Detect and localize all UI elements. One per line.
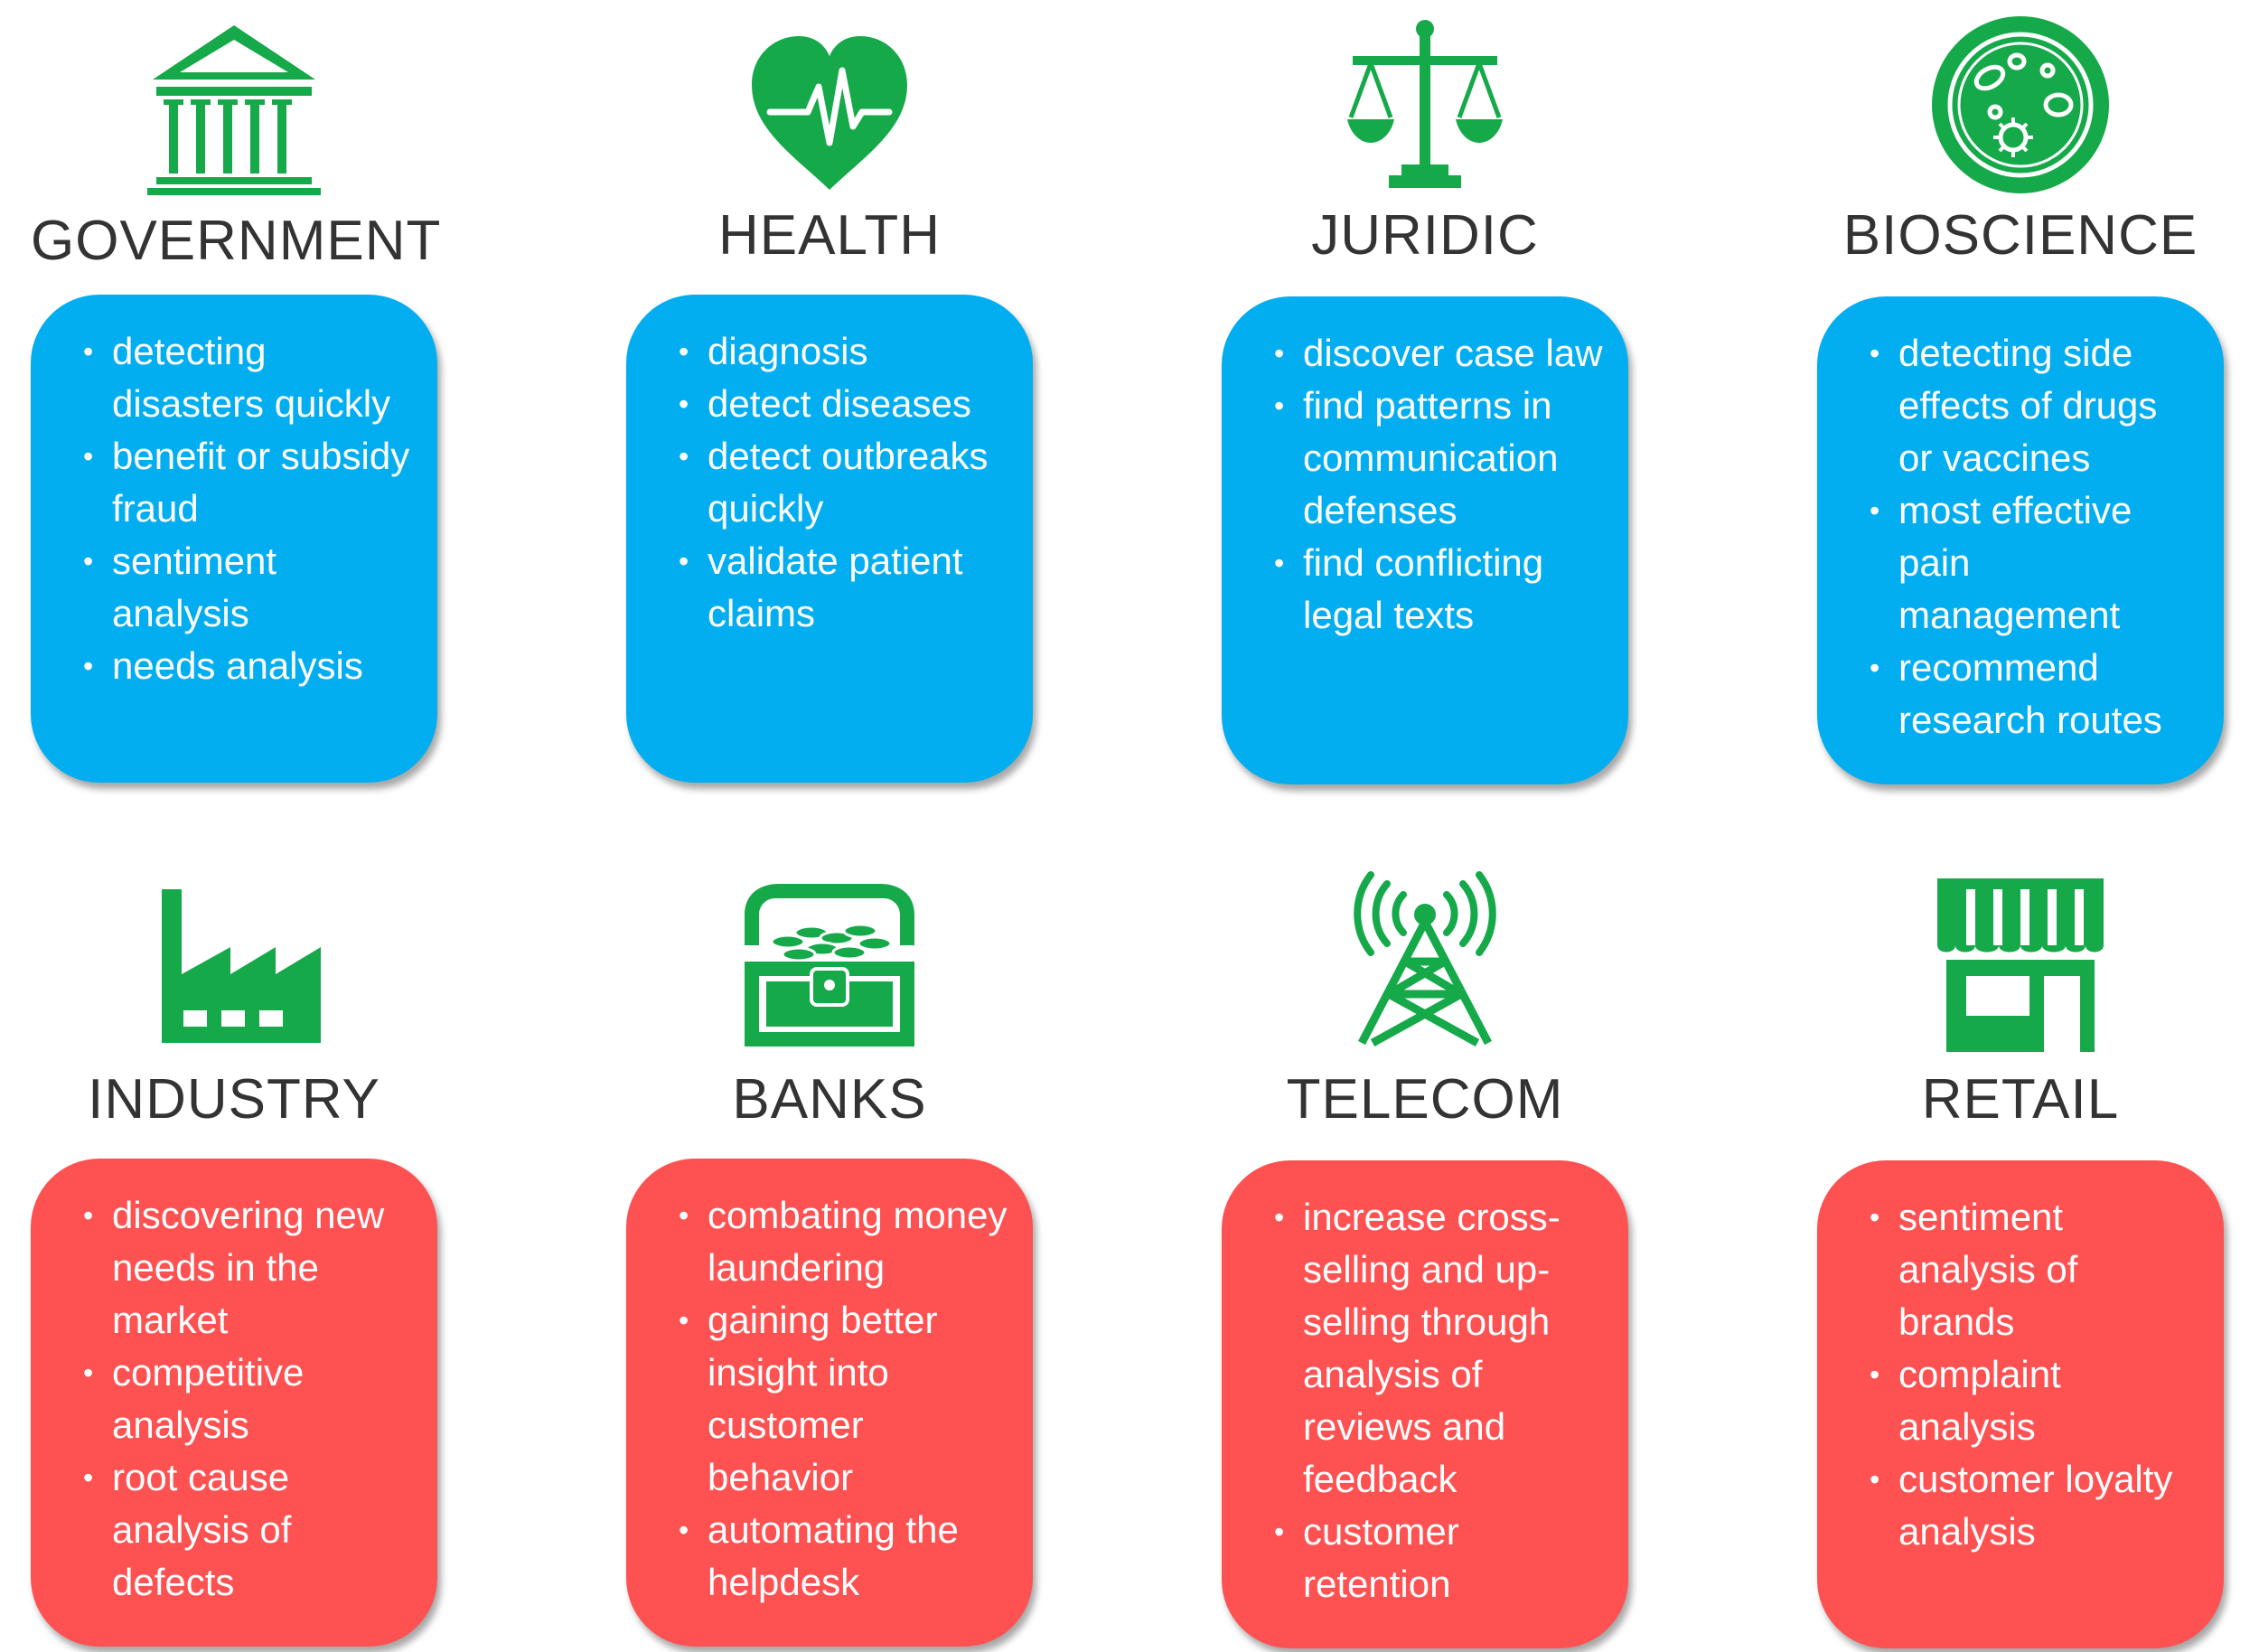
sector-card: sentiment analysis of brands complaint a… xyxy=(1817,1160,2224,1648)
sector-card: discovering new needs in the market comp… xyxy=(31,1159,437,1647)
list-item: competitive analysis xyxy=(58,1347,412,1451)
sector-title: TELECOM xyxy=(1286,1068,1564,1131)
list-item: detecting side effects of drugs or vacci… xyxy=(1844,327,2198,484)
list-item: complaint analysis xyxy=(1844,1348,2198,1453)
heart-pulse-icon xyxy=(739,20,920,201)
sector-card: discover case law find patterns in commu… xyxy=(1222,296,1628,784)
sector-card: detecting disasters quickly benefit or s… xyxy=(31,295,437,783)
sector-title: BANKS xyxy=(732,1068,927,1131)
treasure-chest-icon xyxy=(739,875,920,1056)
sector-title: JURIDIC xyxy=(1311,204,1539,267)
list-item: validate patient claims xyxy=(653,535,1008,640)
list-item: diagnosis xyxy=(653,325,1008,378)
list-item: needs analysis xyxy=(58,640,412,692)
list-item: detecting disasters quickly xyxy=(58,325,412,430)
list-item: sentiment analysis xyxy=(58,535,412,640)
government-building-icon xyxy=(144,16,324,197)
list-item: automating the helpdesk xyxy=(653,1504,1008,1609)
sector-title: HEALTH xyxy=(717,204,941,267)
list-item: root cause analysis of defects xyxy=(58,1451,412,1609)
list-item: gaining better insight into customer beh… xyxy=(653,1294,1008,1504)
scales-of-justice-icon xyxy=(1335,14,1515,195)
list-item: increase cross-selling and up-selling th… xyxy=(1249,1191,1603,1506)
list-item: most effective pain management xyxy=(1844,484,2198,642)
list-item: detect outbreaks quickly xyxy=(653,430,1008,535)
list-item: customer loyalty analysis xyxy=(1844,1453,2198,1558)
list-item: recommend research routes xyxy=(1844,642,2198,746)
list-item: detect diseases xyxy=(653,378,1008,430)
sector-title: GOVERNMENT xyxy=(31,210,442,272)
list-item: discovering new needs in the market xyxy=(58,1189,412,1347)
storefront-icon xyxy=(1930,877,2111,1057)
list-item: find conflicting legal texts xyxy=(1249,537,1603,642)
sector-title: BIOSCIENCE xyxy=(1842,204,2198,267)
factory-icon xyxy=(144,875,324,1056)
list-item: discover case law xyxy=(1249,327,1603,380)
list-item: customer retention xyxy=(1249,1506,1603,1610)
sector-card: diagnosis detect diseases detect outbrea… xyxy=(626,295,1033,783)
list-item: find patterns in communication defenses xyxy=(1249,380,1603,537)
sector-card: detecting side effects of drugs or vacci… xyxy=(1817,296,2224,784)
sector-card: increase cross-selling and up-selling th… xyxy=(1222,1160,1628,1648)
list-item: combating money laundering xyxy=(653,1189,1008,1294)
list-item: benefit or subsidy fraud xyxy=(58,430,412,535)
sector-title: RETAIL xyxy=(1921,1068,2120,1131)
sector-card: combating money laundering gaining bette… xyxy=(626,1159,1033,1647)
petri-dish-icon xyxy=(1930,14,2111,195)
sector-title: INDUSTRY xyxy=(88,1068,380,1131)
radio-tower-icon xyxy=(1335,868,1515,1048)
list-item: sentiment analysis of brands xyxy=(1844,1191,2198,1348)
